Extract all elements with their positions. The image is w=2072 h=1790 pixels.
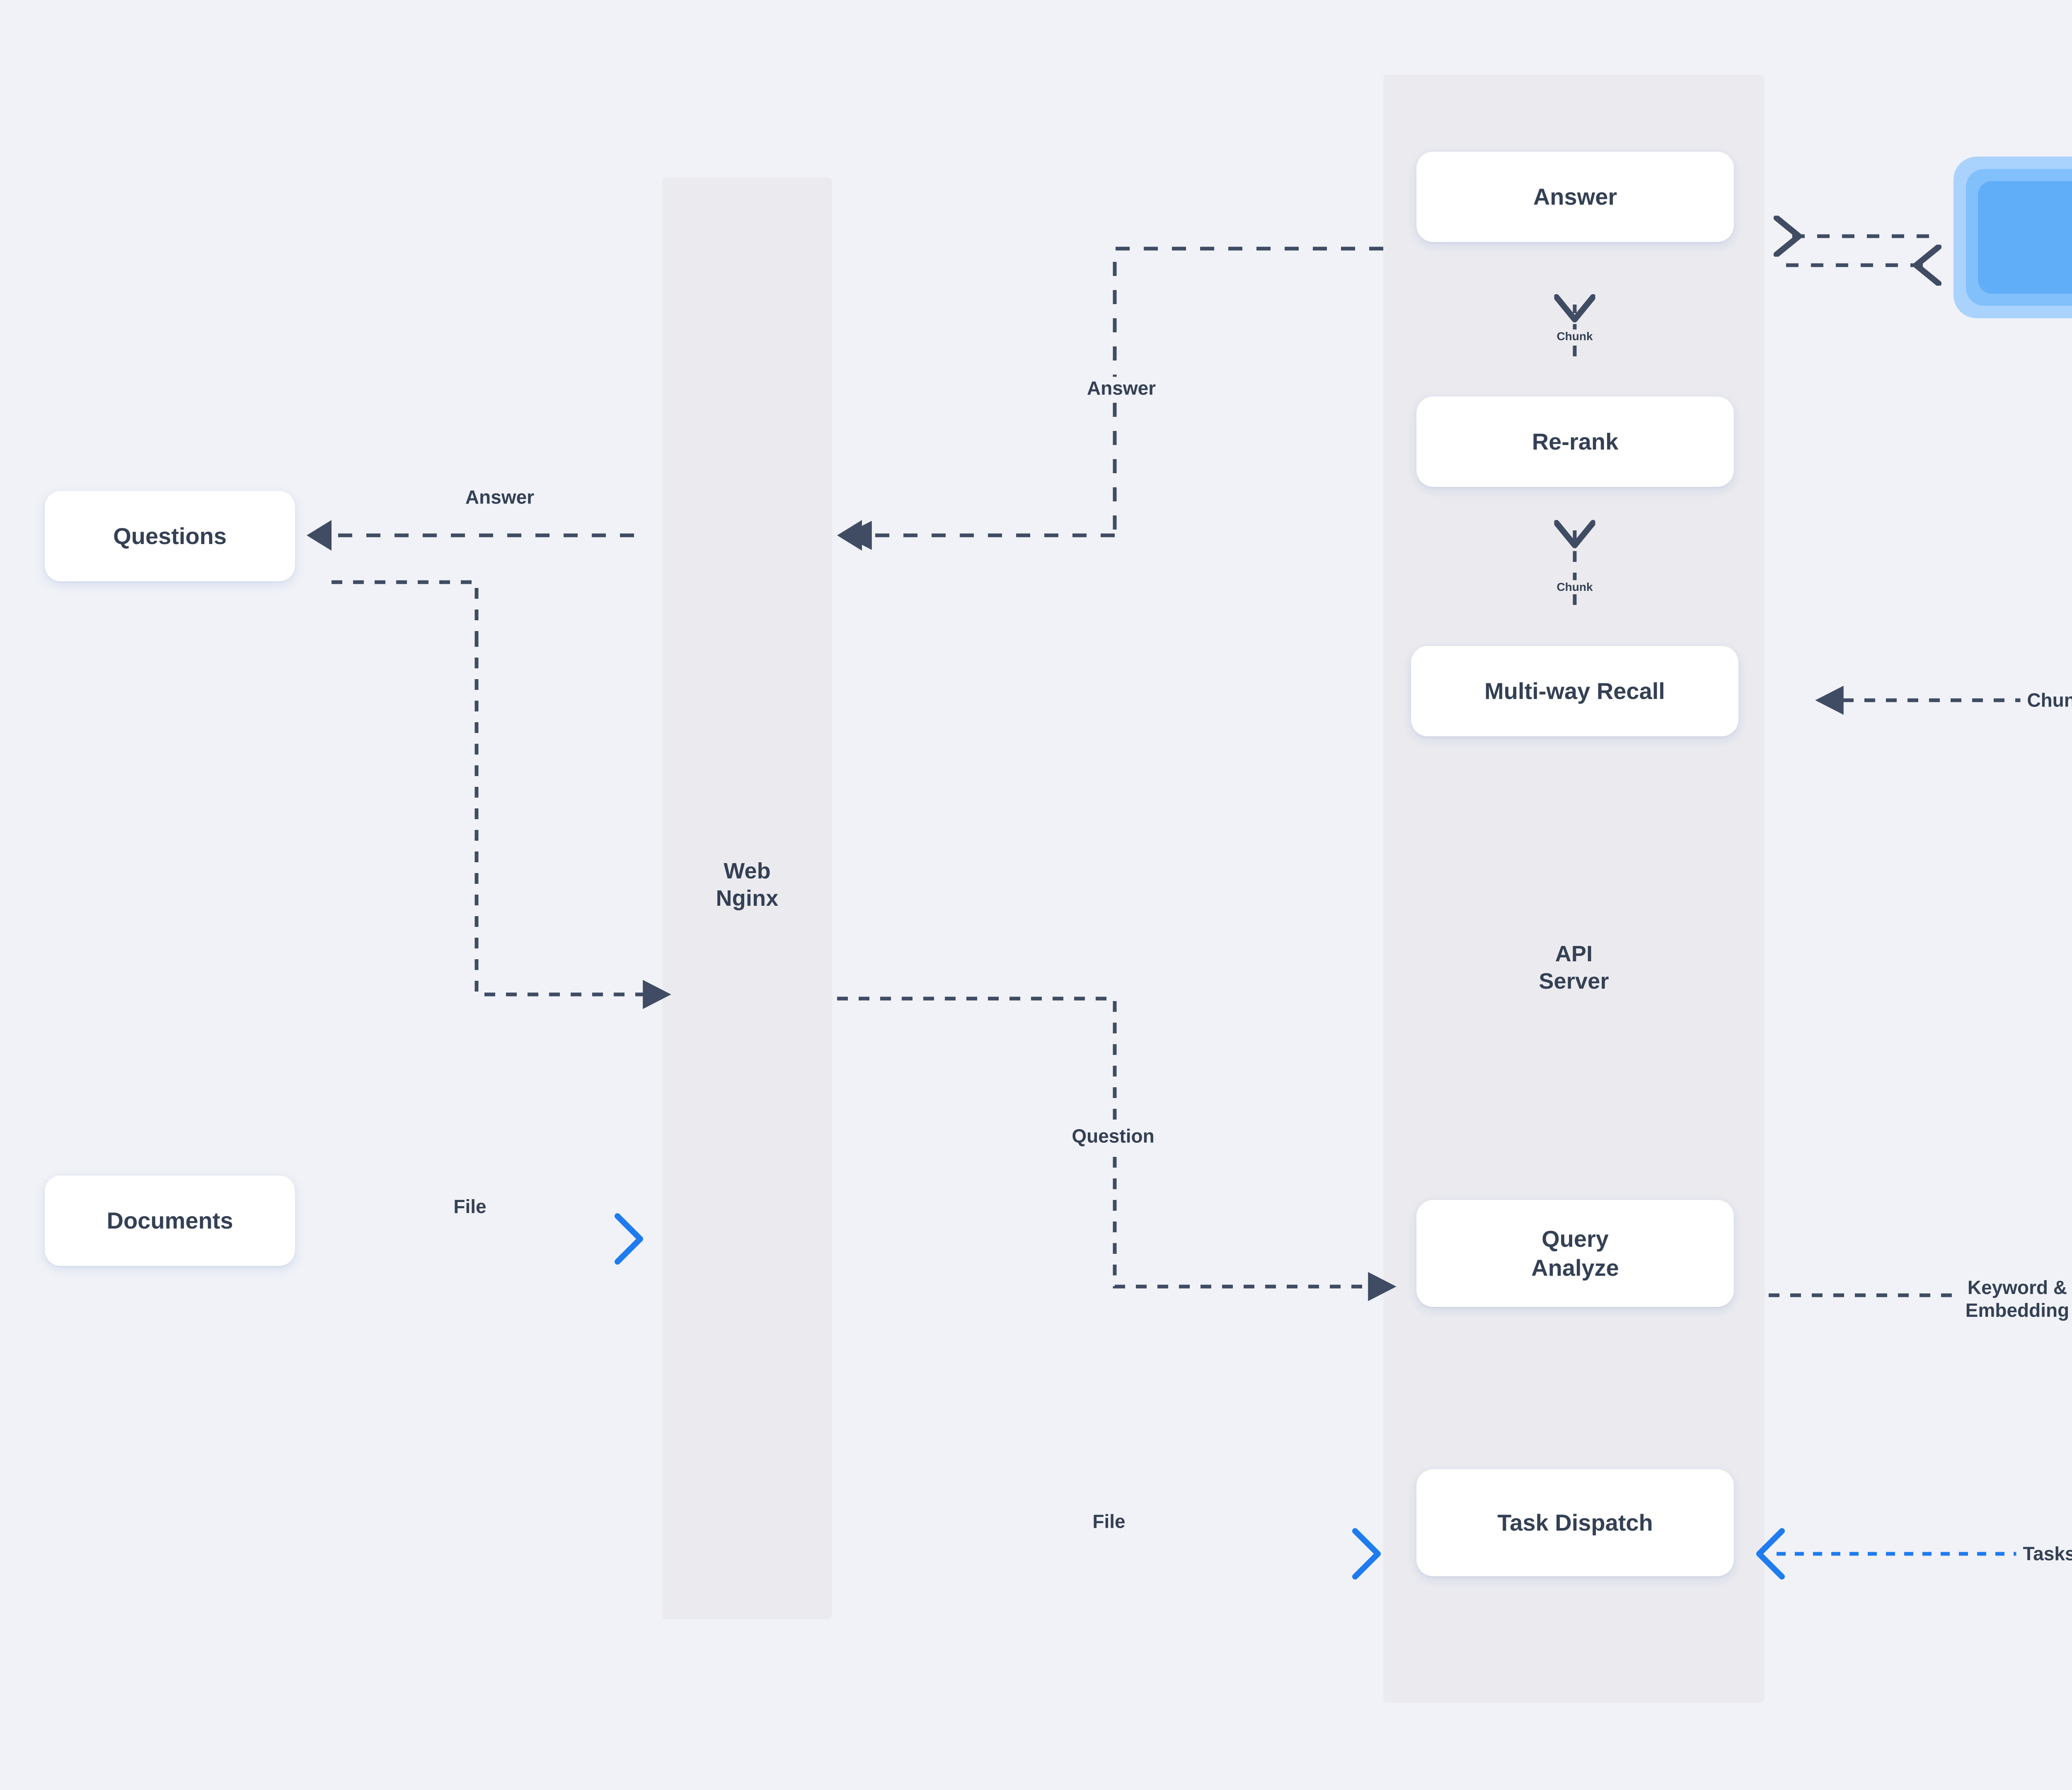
node-multiway-recall[interactable]: Multi-way Recall bbox=[1411, 646, 1738, 736]
node-llms[interactable]: LLMs bbox=[1953, 157, 2072, 318]
llms-middle-layer: LLMs bbox=[1966, 169, 2072, 306]
arrowhead-file-nginx bbox=[615, 1213, 643, 1265]
edge-question-from-questions-seg2 bbox=[474, 636, 671, 1009]
llms-inner-layer: LLMs bbox=[1978, 181, 2072, 294]
arrowhead-answer-questions bbox=[307, 520, 332, 551]
edge-question-from-questions-seg1 bbox=[332, 580, 479, 636]
node-rerank[interactable]: Re-rank bbox=[1416, 397, 1734, 487]
edge-tasks bbox=[1769, 1552, 2072, 1556]
edge-label-answer-client: Answer bbox=[465, 486, 535, 508]
node-query-analyze[interactable]: Query Analyze bbox=[1416, 1200, 1734, 1307]
zone-web-nginx bbox=[662, 177, 832, 1619]
edge-question-to-api-seg1 bbox=[837, 997, 1117, 1135]
edge-label-question: Question bbox=[1066, 1125, 1160, 1148]
edge-label-file-task-dispatch: File bbox=[1092, 1510, 1126, 1532]
edge-label-chunk-rerank-answer: Chunk bbox=[1552, 329, 1597, 343]
edge-label-file-documents: File bbox=[453, 1195, 487, 1217]
node-documents[interactable]: Documents bbox=[45, 1176, 295, 1266]
edge-keyword-embedding bbox=[1769, 1293, 2072, 1297]
edge-label-tasks: Tasks bbox=[2016, 1542, 2072, 1565]
arrowhead-answer-nginx bbox=[837, 520, 862, 551]
edge-label-chunk-recall-rerank: Chunk bbox=[1552, 580, 1597, 594]
node-answer[interactable]: Answer bbox=[1416, 152, 1734, 242]
edge-question-to-api-seg2 bbox=[1113, 1135, 1397, 1301]
zone-api-server-label: API Server bbox=[1539, 941, 1609, 994]
edge-label-answer-nginx: Answer bbox=[1081, 377, 1162, 400]
arrowhead-file-task-dispatch bbox=[1352, 1528, 1381, 1580]
zone-web-nginx-label: Web Nginx bbox=[716, 859, 779, 911]
edge-label-keyword-embedding: Keyword & Embedding bbox=[1959, 1276, 2072, 1322]
zone-api-server bbox=[1383, 75, 1765, 1703]
edge-label-chunk-db-recall: Chunk bbox=[2020, 689, 2072, 712]
node-task-dispatch[interactable]: Task Dispatch bbox=[1416, 1469, 1734, 1576]
node-questions[interactable]: Questions bbox=[45, 491, 295, 581]
blue-arrowheads bbox=[615, 1213, 1785, 1580]
